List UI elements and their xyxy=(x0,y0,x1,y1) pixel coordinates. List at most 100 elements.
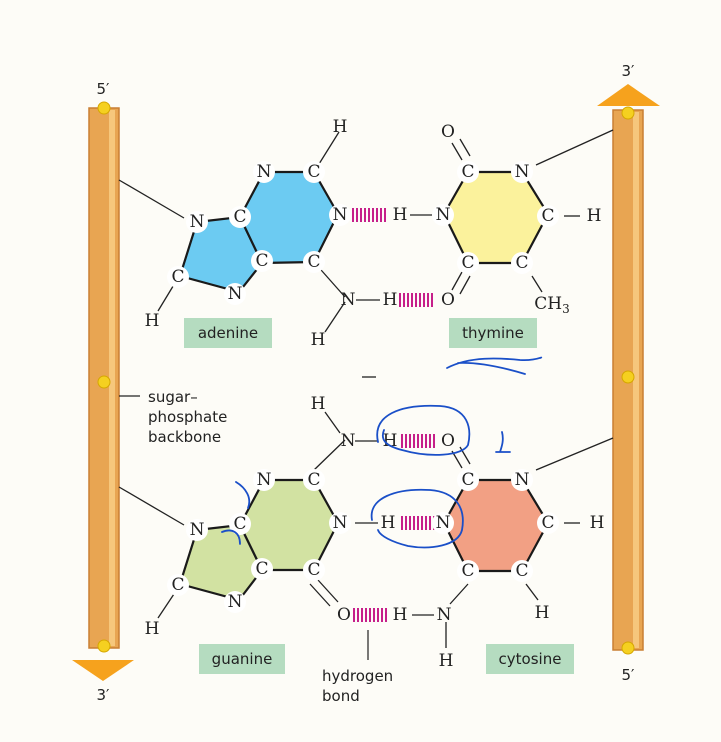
svg-text:H: H xyxy=(383,290,398,310)
svg-text:N: N xyxy=(436,205,451,225)
atom-label: H xyxy=(145,311,160,331)
atom-label: C xyxy=(229,206,251,228)
svg-text:H: H xyxy=(535,603,550,623)
atom-label: C xyxy=(167,266,189,288)
svg-text:H: H xyxy=(393,205,408,225)
svg-text:adenine: adenine xyxy=(198,324,258,342)
phosphate-dot xyxy=(621,370,635,384)
svg-text:N: N xyxy=(437,605,452,625)
ink-mark xyxy=(221,481,251,545)
atom-label: N xyxy=(253,161,275,183)
hydrogen-bond-marker xyxy=(352,208,386,222)
phosphate-dot xyxy=(97,101,111,115)
svg-text:guanine: guanine xyxy=(212,650,273,668)
atom-label: H xyxy=(383,290,398,310)
svg-text:N: N xyxy=(341,431,356,451)
atom-label: N xyxy=(432,204,454,226)
svg-text:H: H xyxy=(383,431,398,451)
svg-text:O: O xyxy=(337,605,351,625)
atom-label: C xyxy=(537,205,559,227)
atom-label: C xyxy=(303,161,325,183)
atom-label: C xyxy=(457,252,479,274)
bond-line xyxy=(459,275,471,295)
right-backbone: 3′ 5′ xyxy=(597,62,660,684)
atom-label: N xyxy=(511,161,533,183)
phosphate-dot xyxy=(621,106,635,120)
hydrogen-bond-marker xyxy=(399,293,433,307)
left-bottom-end-label: 3′ xyxy=(97,686,111,704)
svg-text:C: C xyxy=(515,253,528,273)
right-top-end-label: 3′ xyxy=(622,62,636,80)
backbone-label-line: sugar– xyxy=(148,388,198,406)
svg-text:C: C xyxy=(461,470,474,490)
atom-label: H xyxy=(439,651,454,671)
svg-text:N: N xyxy=(436,513,451,533)
backbone-label-line: phosphate xyxy=(148,408,227,426)
svg-text:H: H xyxy=(333,117,348,137)
atom-label: C xyxy=(303,559,325,581)
hydrogen-bond-label: hydrogen bond xyxy=(322,667,398,705)
bond-line xyxy=(525,583,539,601)
svg-text:C: C xyxy=(307,162,320,182)
right-bottom-end-label: 5′ xyxy=(622,666,636,684)
atom-label: N xyxy=(432,512,454,534)
hydrogen-bond-label-line: hydrogen xyxy=(322,667,393,685)
atom-label: H xyxy=(535,603,550,623)
svg-text:N: N xyxy=(228,284,243,304)
svg-text:H: H xyxy=(145,311,160,331)
atom-label: O xyxy=(441,290,455,310)
svg-text:C: C xyxy=(541,206,554,226)
atom-label: N xyxy=(186,519,208,541)
svg-text:H: H xyxy=(439,651,454,671)
hydrogen-bond-marker xyxy=(401,516,435,530)
atom-label: H xyxy=(311,330,326,350)
svg-text:O: O xyxy=(441,431,455,451)
svg-text:H: H xyxy=(311,330,326,350)
atom-label: H xyxy=(311,394,326,414)
base-tag-guanine: guanine xyxy=(199,644,285,674)
bond-line xyxy=(309,583,331,607)
atom-label: H xyxy=(383,431,398,451)
handwritten-annotations xyxy=(221,356,543,549)
svg-text:C: C xyxy=(307,470,320,490)
bond-line xyxy=(317,579,339,603)
atom-label: H xyxy=(333,117,348,137)
ink-mark xyxy=(495,431,511,453)
guanine-six-ring xyxy=(238,478,340,572)
svg-text:N: N xyxy=(190,520,205,540)
ink-loop-top xyxy=(376,404,471,456)
svg-text:O: O xyxy=(441,122,455,142)
svg-text:H: H xyxy=(145,619,160,639)
svg-text:H: H xyxy=(311,394,326,414)
atom-label: C xyxy=(229,513,251,535)
atom-label: N xyxy=(341,431,356,451)
ink-scribble xyxy=(446,356,543,375)
atom-label: C xyxy=(511,252,533,274)
atom-label: C xyxy=(303,251,325,273)
glycosidic-links xyxy=(118,129,614,526)
svg-text:N: N xyxy=(257,470,272,490)
covalent-bonds-at xyxy=(356,214,432,301)
hydrogen-bonds-gc xyxy=(353,434,435,622)
backbone-label-line: backbone xyxy=(148,428,221,446)
hydrogen-bonds-at xyxy=(352,208,433,307)
hydrogen-bond-marker xyxy=(353,608,387,622)
base-tag-adenine: adenine xyxy=(184,318,272,348)
backbone-label: sugar– phosphate backbone xyxy=(148,388,232,446)
atom-label: CH3 xyxy=(534,294,569,316)
atom-label: C xyxy=(457,469,479,491)
atom-label: C xyxy=(457,560,479,582)
svg-text:N: N xyxy=(190,212,205,232)
svg-text:C: C xyxy=(461,162,474,182)
svg-text:H: H xyxy=(381,513,396,533)
left-backbone: 5′ 3′ xyxy=(72,80,134,704)
svg-text:H: H xyxy=(587,206,602,226)
hydrogen-bond-marker xyxy=(401,434,435,448)
atom-label: N xyxy=(224,283,246,305)
base-tag-cytosine: cytosine xyxy=(486,644,574,674)
left-top-end-label: 5′ xyxy=(97,80,111,98)
left-backbone-arrow xyxy=(72,660,134,681)
link-line xyxy=(118,179,185,219)
svg-text:C: C xyxy=(171,575,184,595)
